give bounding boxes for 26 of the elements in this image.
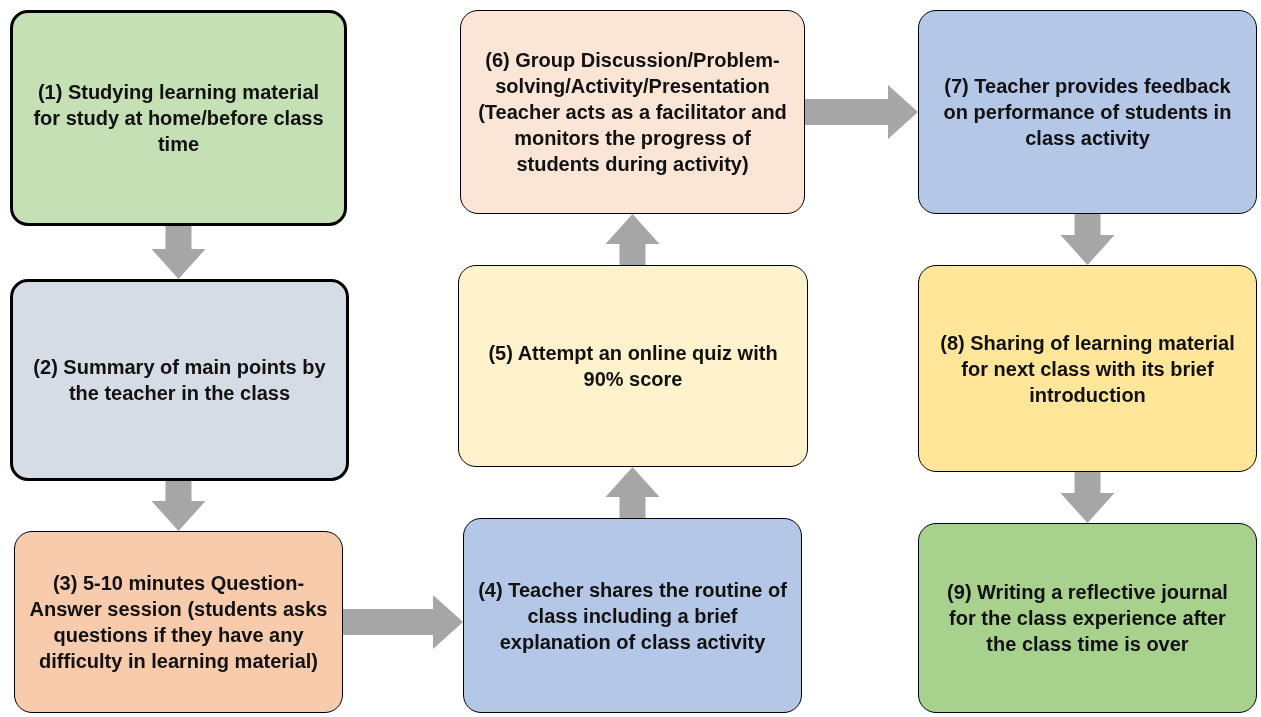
process-box bbox=[458, 265, 808, 467]
step-text: (5) Attempt an online quiz with 90% score bbox=[487, 341, 779, 392]
step-text: (2) Summary of main points by the teacher in the class bbox=[32, 355, 327, 406]
process-box bbox=[918, 10, 1257, 214]
step-text: (3) 5-10 minutes Question-Answer session (students asks questions if they have any difficulty in learning material) bbox=[29, 571, 328, 674]
block-arrow bbox=[151, 481, 206, 531]
process-box bbox=[918, 523, 1257, 713]
block-arrow bbox=[805, 85, 918, 139]
process-box bbox=[10, 10, 347, 226]
block-arrow bbox=[151, 226, 206, 279]
step-text: (6) Group Discussion/Problem-solving/Activity/Presentation (Teacher acts as a facilitator and monitors the progress of students during activity) bbox=[477, 48, 788, 177]
step-text: (9) Writing a reflective journal for the class experience after the class time is over bbox=[946, 580, 1229, 657]
block-arrow bbox=[605, 467, 660, 518]
process-box bbox=[463, 518, 802, 713]
block-arrow bbox=[1060, 214, 1115, 265]
step-text: (8) Sharing of learning material for next class with its brief introduction bbox=[939, 330, 1236, 408]
process-box bbox=[460, 10, 805, 214]
block-arrow bbox=[343, 595, 463, 649]
step-text: (1) Studying learning material for study at home/before class time bbox=[32, 80, 325, 157]
process-box bbox=[14, 531, 343, 713]
step-text: (7) Teacher provides feedback on performance of students in class activity bbox=[942, 74, 1233, 151]
block-arrow bbox=[605, 214, 660, 265]
step-text: (4) Teacher shares the routine of class including a brief explanation of class activity bbox=[478, 577, 787, 655]
process-box bbox=[10, 279, 349, 481]
process-box bbox=[918, 265, 1257, 472]
block-arrow bbox=[1060, 472, 1115, 523]
